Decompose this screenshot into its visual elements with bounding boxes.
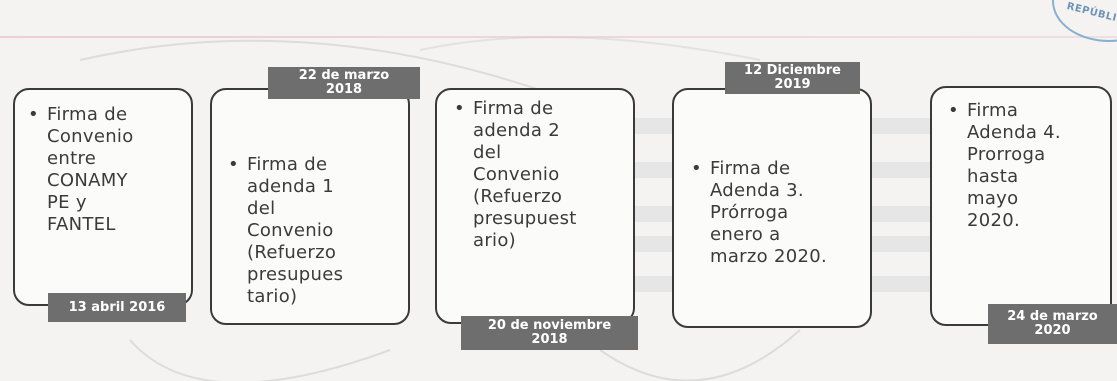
date-label-3: 20 de noviembre 2018 — [461, 316, 638, 350]
timeline-card-2: Firma de adenda 1 del Convenio (Refuerzo… — [210, 88, 410, 325]
card-4-text: Firma de Adenda 3. Prórroga enero a marz… — [687, 158, 870, 268]
header-divider — [0, 36, 1117, 38]
timeline-card-4: Firma de Adenda 3. Prórroga enero a marz… — [672, 88, 872, 328]
date-label-5: 24 de marzo 2020 — [988, 304, 1117, 344]
timeline-card-5: Firma Adenda 4. Prorroga hasta mayo 2020… — [930, 86, 1112, 326]
date-label-4: 12 Diciembre 2019 — [725, 62, 860, 94]
date-label-2: 22 de marzo 2018 — [268, 67, 420, 99]
timeline-card-3: Firma de adenda 2 del Convenio (Refuerzo… — [435, 88, 635, 324]
card-2-text: Firma de adenda 1 del Convenio (Refuerzo… — [224, 154, 408, 308]
card-5-text: Firma Adenda 4. Prorroga hasta mayo 2020… — [944, 100, 1110, 232]
card-3-text: Firma de adenda 2 del Convenio (Refuerzo… — [450, 98, 633, 252]
date-label-1: 13 abril 2016 — [48, 293, 186, 322]
card-1-text: Firma de Convenio entre CONAMY PE y FANT… — [24, 104, 191, 236]
timeline-card-1: Firma de Convenio entre CONAMY PE y FANT… — [13, 88, 193, 306]
